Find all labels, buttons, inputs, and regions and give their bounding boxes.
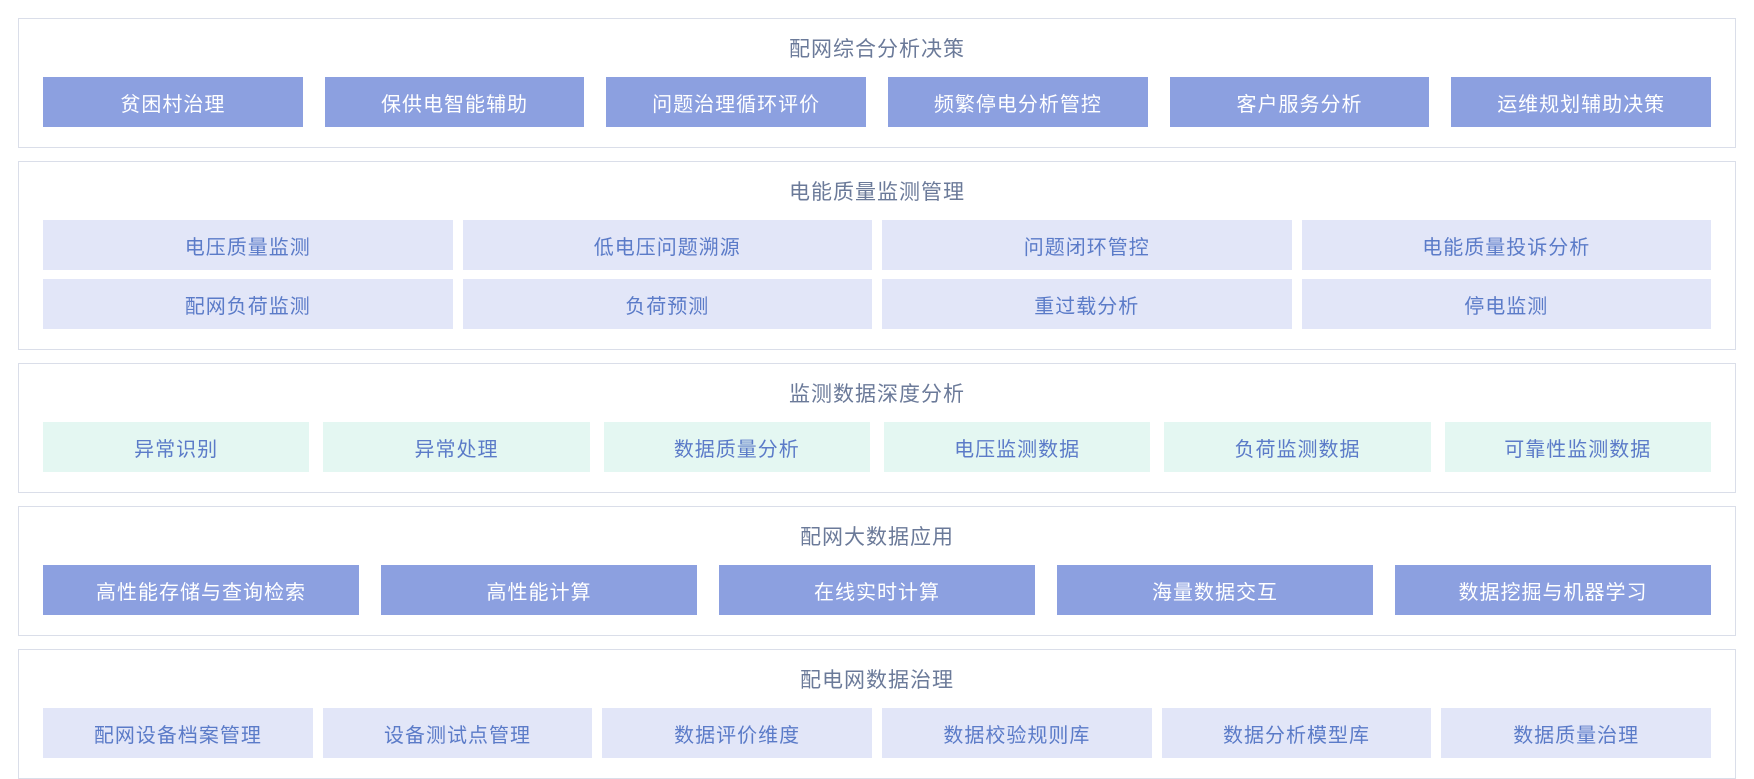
section-title-distribution-data-governance: 配电网数据治理 [800,669,954,692]
section-panel-distribution-data-governance: 配电网数据治理 配网设备档案管理设备测试点管理数据评价维度数据校验规则库数据分析… [18,649,1736,779]
section-panel-monitoring-data-deep-analysis: 监测数据深度分析 异常识别异常处理数据质量分析电压监测数据负荷监测数据可靠性监测… [18,363,1736,493]
module-tile[interactable]: 数据挖掘与机器学习 [1395,565,1711,615]
tile-row: 高性能存储与查询检索高性能计算在线实时计算海量数据交互数据挖掘与机器学习 [43,565,1711,615]
module-tile[interactable]: 频繁停电分析管控 [888,77,1148,127]
section-rows: 电压质量监测低电压问题溯源问题闭环管控电能质量投诉分析配网负荷监测负荷预测重过载… [43,220,1711,329]
module-tile[interactable]: 海量数据交互 [1057,565,1373,615]
module-tile[interactable]: 问题闭环管控 [882,220,1292,270]
tile-row: 配网设备档案管理设备测试点管理数据评价维度数据校验规则库数据分析模型库数据质量治… [43,708,1712,758]
tile-row: 贫困村治理保供电智能辅助问题治理循环评价频繁停电分析管控客户服务分析运维规划辅助… [43,77,1712,127]
tile-row: 异常识别异常处理数据质量分析电压监测数据负荷监测数据可靠性监测数据 [43,422,1711,472]
section-panel-comprehensive-analysis-decision: 配网综合分析决策 贫困村治理保供电智能辅助问题治理循环评价频繁停电分析管控客户服… [18,18,1736,148]
module-tile[interactable]: 异常识别 [43,422,310,472]
module-tile[interactable]: 数据评价维度 [602,708,873,758]
module-tile[interactable]: 数据校验规则库 [882,708,1152,758]
section-panel-power-quality-monitoring: 电能质量监测管理 电压质量监测低电压问题溯源问题闭环管控电能质量投诉分析配网负荷… [18,161,1736,350]
section-rows: 配网设备档案管理设备测试点管理数据评价维度数据校验规则库数据分析模型库数据质量治… [43,708,1712,758]
module-tile[interactable]: 配网负荷监测 [43,279,453,329]
module-tile[interactable]: 保供电智能辅助 [324,77,585,127]
module-tile[interactable]: 客户服务分析 [1169,77,1430,127]
module-tile[interactable]: 负荷预测 [462,279,872,329]
module-tile[interactable]: 低电压问题溯源 [462,220,872,270]
section-rows: 异常识别异常处理数据质量分析电压监测数据负荷监测数据可靠性监测数据 [43,422,1711,472]
module-tile[interactable]: 数据质量治理 [1441,708,1712,758]
section-title-big-data-application: 配网大数据应用 [800,526,954,549]
section-title-comprehensive-analysis-decision: 配网综合分析决策 [789,38,965,61]
module-architecture-board: 配网综合分析决策 贫困村治理保供电智能辅助问题治理循环评价频繁停电分析管控客户服… [18,18,1736,779]
module-tile[interactable]: 运维规划辅助决策 [1451,77,1712,127]
module-tile[interactable]: 异常处理 [323,422,590,472]
module-tile[interactable]: 问题治理循环评价 [606,77,867,127]
module-tile[interactable]: 数据分析模型库 [1161,708,1432,758]
module-tile[interactable]: 负荷监测数据 [1164,422,1431,472]
module-tile[interactable]: 可靠性监测数据 [1444,422,1711,472]
module-tile[interactable]: 电能质量投诉分析 [1301,220,1711,270]
module-tile[interactable]: 电压质量监测 [43,220,453,270]
section-title-monitoring-data-deep-analysis: 监测数据深度分析 [789,383,965,406]
module-tile[interactable]: 停电监测 [1301,279,1711,329]
section-title-power-quality-monitoring: 电能质量监测管理 [789,181,965,204]
tile-row: 电压质量监测低电压问题溯源问题闭环管控电能质量投诉分析 [43,220,1711,270]
module-tile[interactable]: 数据质量分析 [603,422,870,472]
module-tile[interactable]: 在线实时计算 [719,565,1035,615]
module-tile[interactable]: 高性能计算 [381,565,697,615]
module-tile[interactable]: 电压监测数据 [883,422,1151,472]
section-rows: 贫困村治理保供电智能辅助问题治理循环评价频繁停电分析管控客户服务分析运维规划辅助… [43,77,1712,127]
module-tile[interactable]: 高性能存储与查询检索 [43,565,359,615]
section-panel-big-data-application: 配网大数据应用 高性能存储与查询检索高性能计算在线实时计算海量数据交互数据挖掘与… [18,506,1736,636]
module-tile[interactable]: 设备测试点管理 [322,708,593,758]
module-tile[interactable]: 重过载分析 [882,279,1292,329]
module-tile[interactable]: 贫困村治理 [43,77,303,127]
module-tile[interactable]: 配网设备档案管理 [43,708,313,758]
tile-row: 配网负荷监测负荷预测重过载分析停电监测 [43,279,1711,329]
section-rows: 高性能存储与查询检索高性能计算在线实时计算海量数据交互数据挖掘与机器学习 [43,565,1711,615]
